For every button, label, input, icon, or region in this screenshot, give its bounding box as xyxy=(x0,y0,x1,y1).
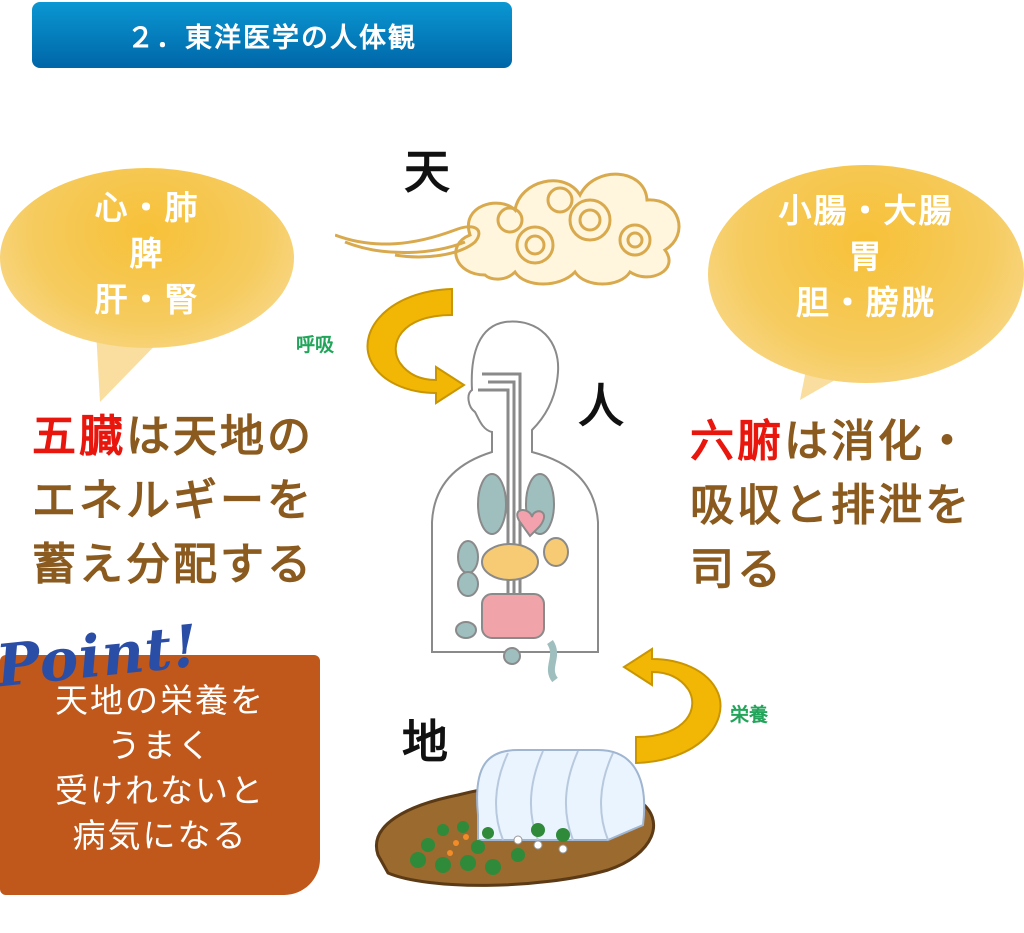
right-bubble-line: 胆・膀胱 xyxy=(796,283,936,322)
right-highlight: 六腑 xyxy=(690,416,784,467)
nutrition-arrow xyxy=(622,647,722,765)
human-label: 人 xyxy=(578,379,624,433)
earth-label: 地 xyxy=(402,715,448,769)
right-bubble-line: 小腸・大腸 xyxy=(778,191,954,230)
left-line3: 蓄え分配する xyxy=(32,539,314,590)
point-line: 病気になる xyxy=(72,816,248,855)
left-description: 五臓は天地の エネルギーを 蓄え分配する xyxy=(32,405,314,597)
point-box xyxy=(0,655,320,895)
left-line1-rest: は天地の xyxy=(126,411,314,462)
right-description: 六腑は消化・ 吸収と排泄を 司る xyxy=(690,410,972,602)
point-text: 天地の栄養を うまく 受けれないと 病気になる xyxy=(0,678,320,858)
point-line: 受けれないと xyxy=(55,771,265,810)
right-line3: 司る xyxy=(690,544,784,595)
cloud-illustration xyxy=(335,172,681,286)
human-body-illustration xyxy=(431,320,599,683)
right-speech-bubble xyxy=(708,165,1024,383)
breath-label: 呼吸 xyxy=(296,334,335,356)
heaven-label: 天 xyxy=(404,145,450,199)
left-line2: エネルギーを xyxy=(32,475,314,526)
page-title: ２．東洋医学の人体観 xyxy=(32,2,512,68)
right-line1-rest: は消化・ xyxy=(784,416,972,467)
greenhouse-field-illustration xyxy=(375,749,656,887)
right-bubble-line: 胃 xyxy=(848,237,884,276)
right-bubble-text: 小腸・大腸 胃 胆・膀胱 xyxy=(708,188,1024,326)
left-bubble-line: 脾 xyxy=(129,234,165,273)
point-line: うまく xyxy=(107,726,213,765)
nutrition-label: 栄養 xyxy=(730,704,769,726)
left-bubble-line: 心・肺 xyxy=(94,188,200,227)
breath-arrow xyxy=(366,287,466,405)
point-line: 天地の栄養を xyxy=(55,681,265,720)
left-bubble-text: 心・肺 脾 肝・腎 xyxy=(0,185,294,323)
left-speech-bubble xyxy=(0,168,294,348)
left-highlight: 五臓 xyxy=(32,411,126,462)
left-bubble-line: 肝・腎 xyxy=(94,280,200,319)
right-line2: 吸収と排泄を xyxy=(690,480,972,531)
